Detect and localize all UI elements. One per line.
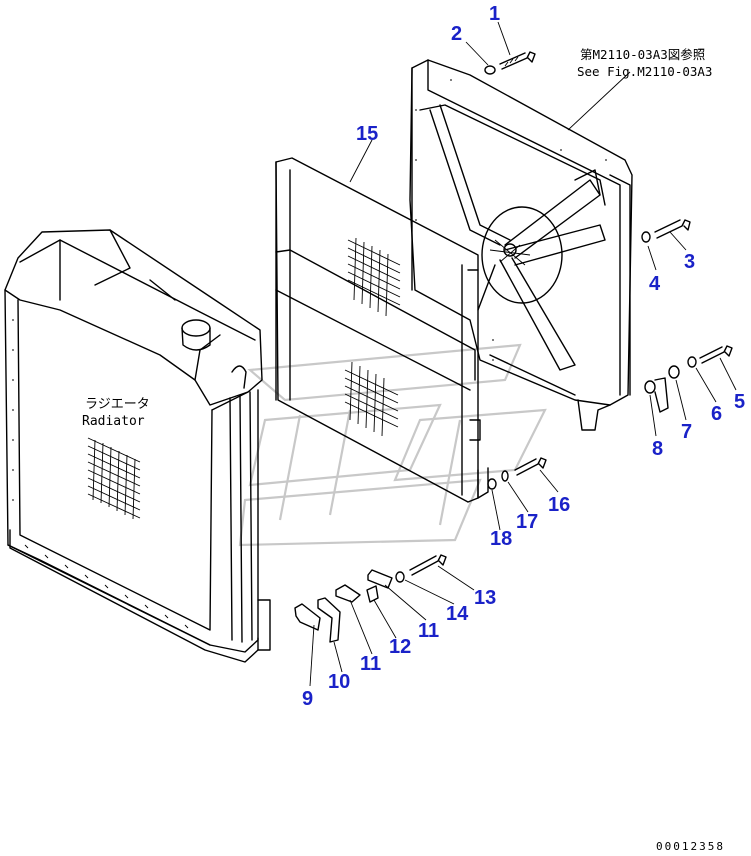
radiator <box>4 229 271 663</box>
watermark-logo <box>238 343 547 547</box>
callout-10: 10 <box>328 671 350 693</box>
callout-15: 15 <box>356 123 378 145</box>
callout-5: 5 <box>734 391 745 413</box>
callout-3: 3 <box>684 251 695 273</box>
callout-11a: 11 <box>360 653 381 675</box>
radiator-label-jp: ラジエータ <box>85 397 150 412</box>
callout-16: 16 <box>548 494 570 516</box>
fan-guard-frame <box>409 59 633 431</box>
callout-6: 6 <box>711 403 722 425</box>
callout-17: 17 <box>516 511 538 533</box>
leader-lines <box>309 21 737 687</box>
callout-2: 2 <box>451 23 462 45</box>
callout-14: 14 <box>446 603 469 625</box>
callout-12: 12 <box>389 636 411 658</box>
shroud-panel <box>275 157 489 503</box>
callout-7: 7 <box>681 421 692 443</box>
drawing-code: 00012358 <box>656 840 725 853</box>
reference-note-jp: 第M2110-03A3図参照 <box>580 47 705 62</box>
callout-4: 4 <box>649 273 661 295</box>
callout-8: 8 <box>652 438 663 460</box>
callout-1: 1 <box>489 3 500 25</box>
reference-note-en: See Fig.M2110-03A3 <box>577 64 712 79</box>
callout-18: 18 <box>490 528 512 550</box>
callout-11b: 11 <box>418 620 439 642</box>
callout-13: 13 <box>474 587 496 609</box>
callout-9: 9 <box>302 688 313 710</box>
hardware-parts <box>294 51 733 643</box>
radiator-label-en: Radiator <box>82 414 145 429</box>
